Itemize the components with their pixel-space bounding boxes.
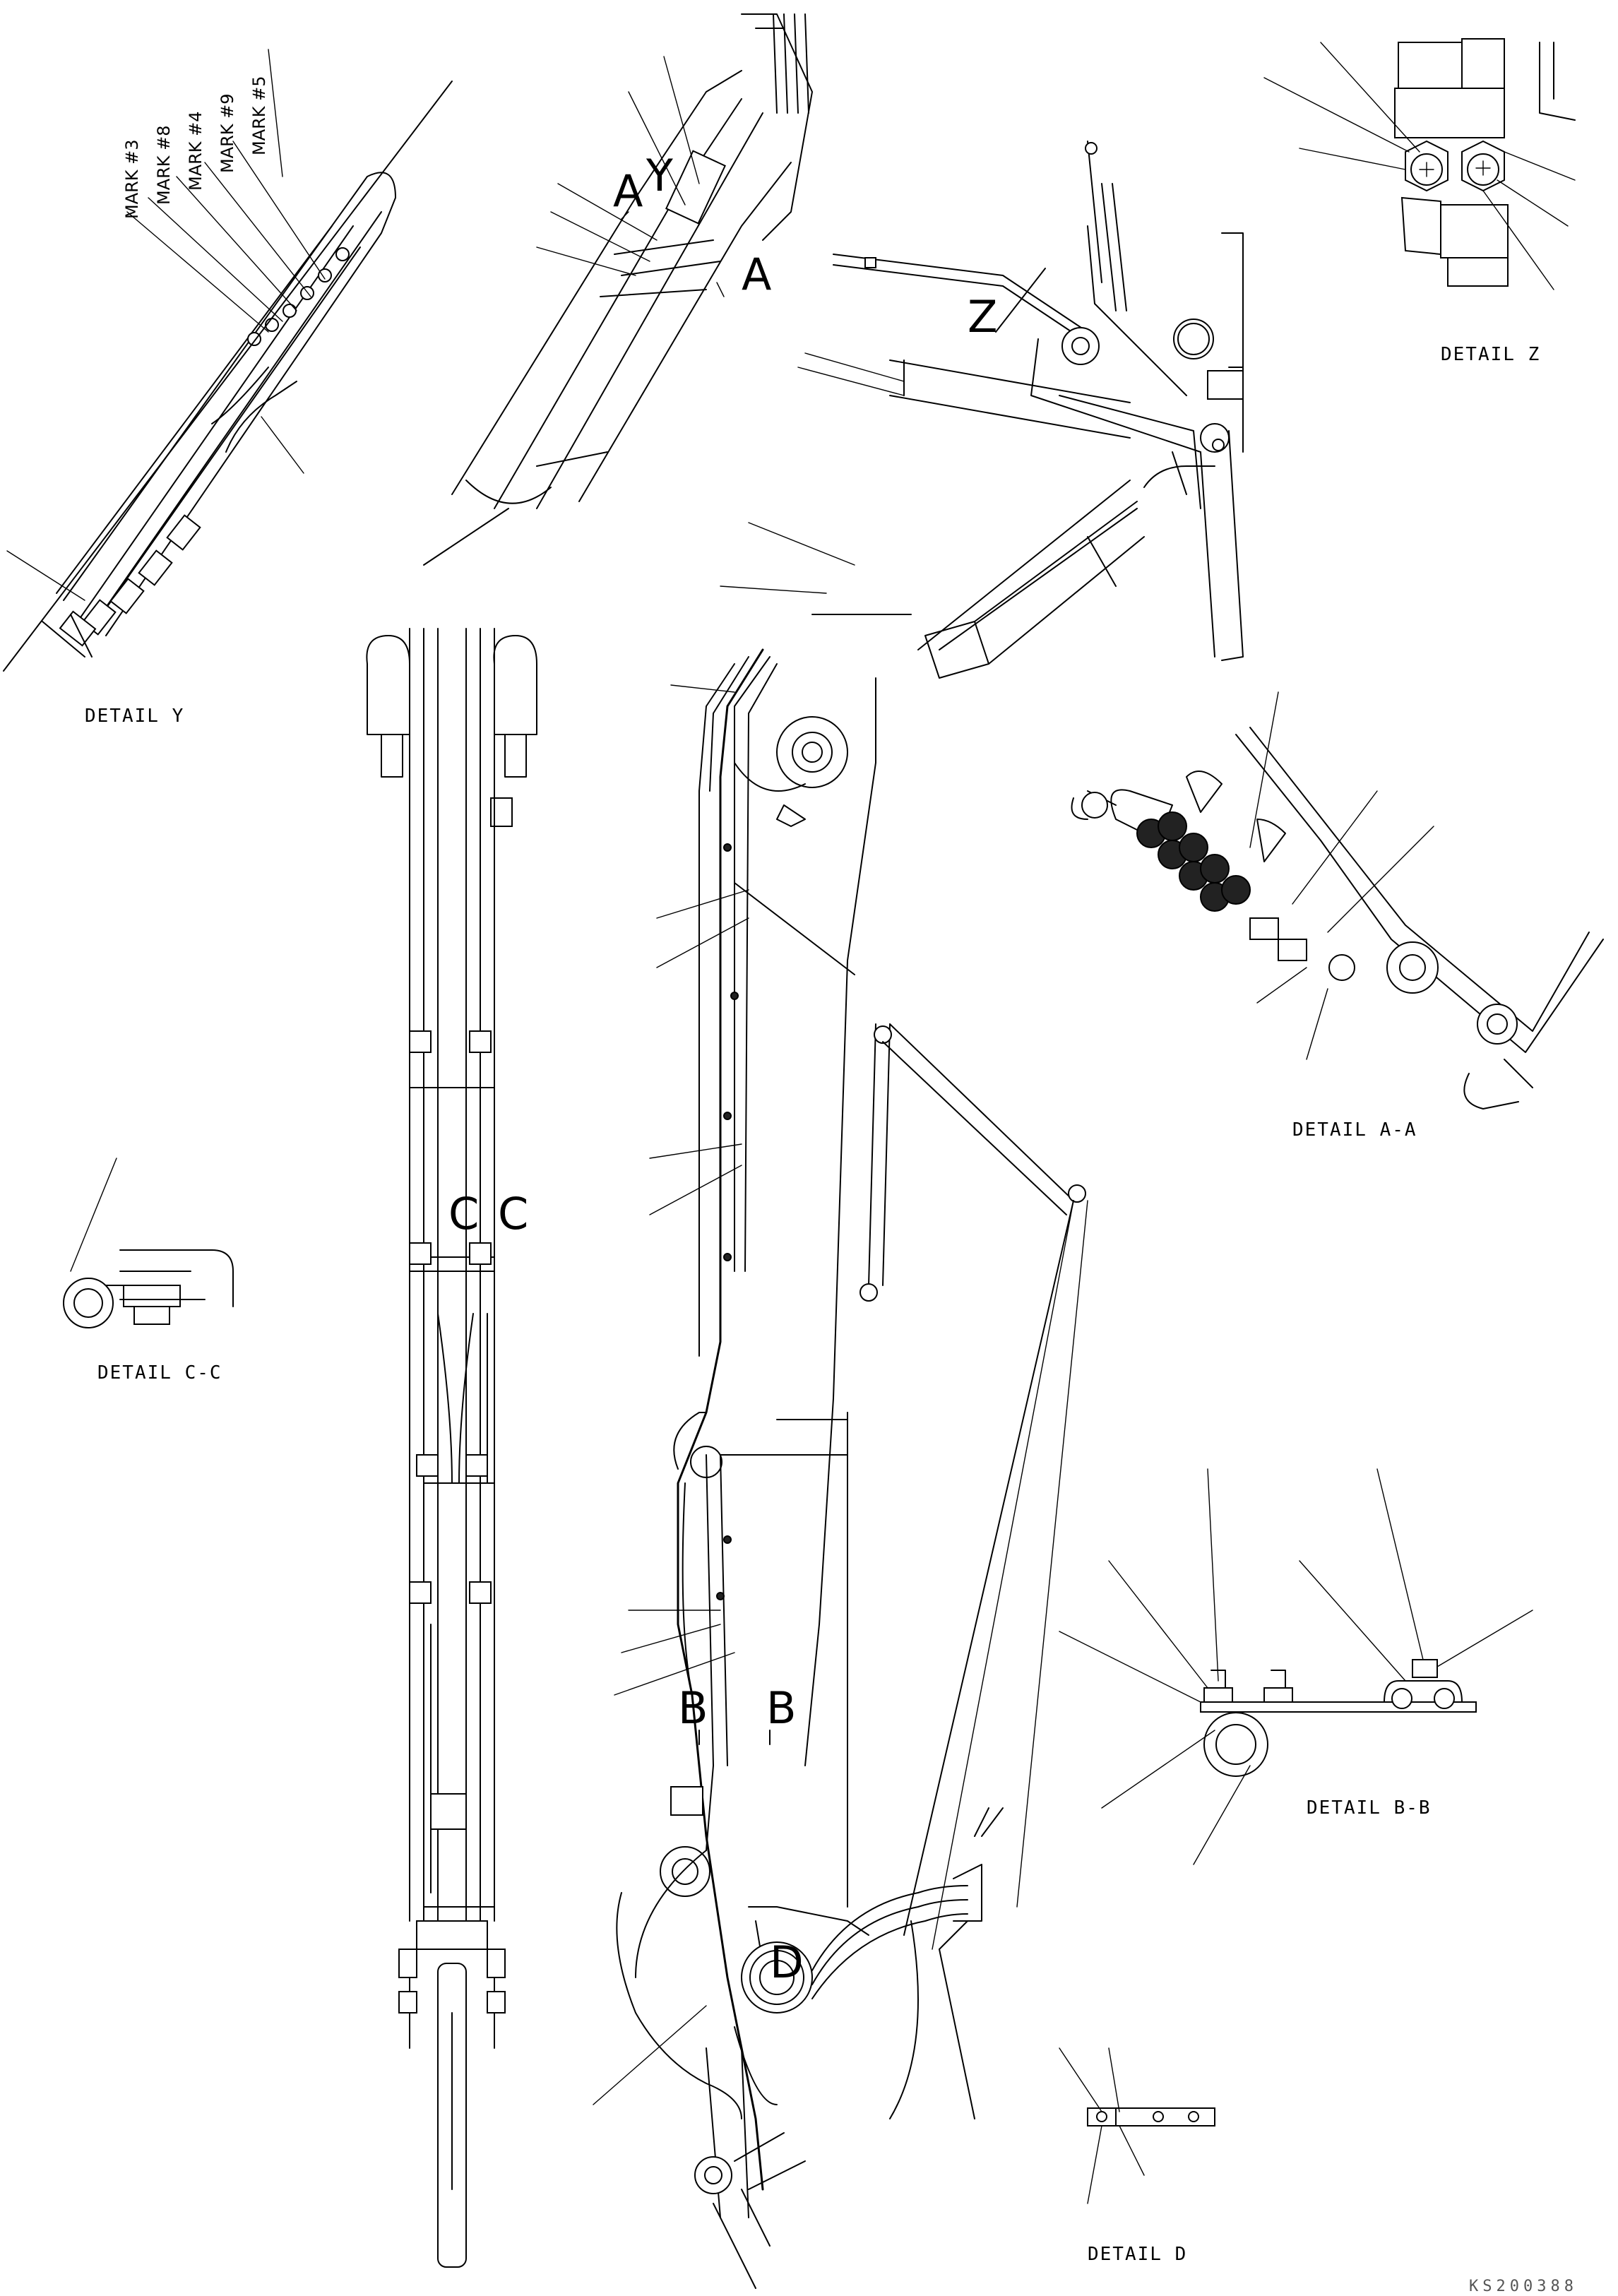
callout-a-right: A (742, 249, 771, 300)
boom-side-view: Z B B D (593, 141, 1244, 2289)
detail-z-caption: DETAIL Z (1441, 344, 1540, 365)
callout-y: Y (646, 150, 673, 201)
detail-aa-caption: DETAIL A-A (1292, 1119, 1417, 1141)
callout-b-right: B (766, 1682, 797, 1734)
callout-c-left: C (448, 1188, 479, 1239)
callout-a-top: A (613, 165, 643, 217)
detail-d-caption: DETAIL D (1088, 2244, 1187, 2265)
callout-c-right: C (498, 1188, 528, 1239)
callout-d: D (770, 1937, 804, 1988)
detail-y-fittings (59, 247, 350, 647)
drawing-code: KS200388 (1469, 2278, 1578, 2295)
aa-fitting-cluster (1136, 811, 1251, 912)
detail-bb-caption: DETAIL B-B (1307, 1797, 1432, 1819)
mark-5-label: MARK #5 (249, 76, 269, 155)
mark-9-label: MARK #9 (218, 93, 237, 173)
mark-4-label: MARK #4 (186, 111, 206, 191)
detail-z-view: DETAIL Z (1263, 38, 1576, 365)
callout-b-left: B (678, 1682, 708, 1734)
mark-8-label: MARK #8 (154, 125, 174, 205)
boom-top-view: C C (366, 628, 537, 2268)
detail-cc-caption: DETAIL C-C (97, 1362, 222, 1384)
detail-aa-view: DETAIL A-A (1071, 691, 1604, 1141)
mark-3-label: MARK #3 (122, 139, 142, 219)
detail-y-view: MARK #3 MARK #8 MARK #4 MARK #9 MARK #5 … (3, 49, 453, 727)
detail-cc-view: DETAIL C-C (63, 1158, 234, 1384)
detail-bb-view: DETAIL B-B (1059, 1468, 1533, 1865)
callout-z: Z (968, 291, 997, 343)
mark-labels: MARK #3 MARK #8 MARK #4 MARK #9 MARK #5 (122, 76, 269, 219)
arm-tip-view: A Y A (423, 13, 813, 566)
boom-pivot-upper (776, 716, 848, 788)
boom-foot-pin (741, 1941, 813, 2014)
detail-d-view: DETAIL D (1059, 2047, 1215, 2265)
detail-y-caption: DETAIL Y (85, 706, 184, 727)
